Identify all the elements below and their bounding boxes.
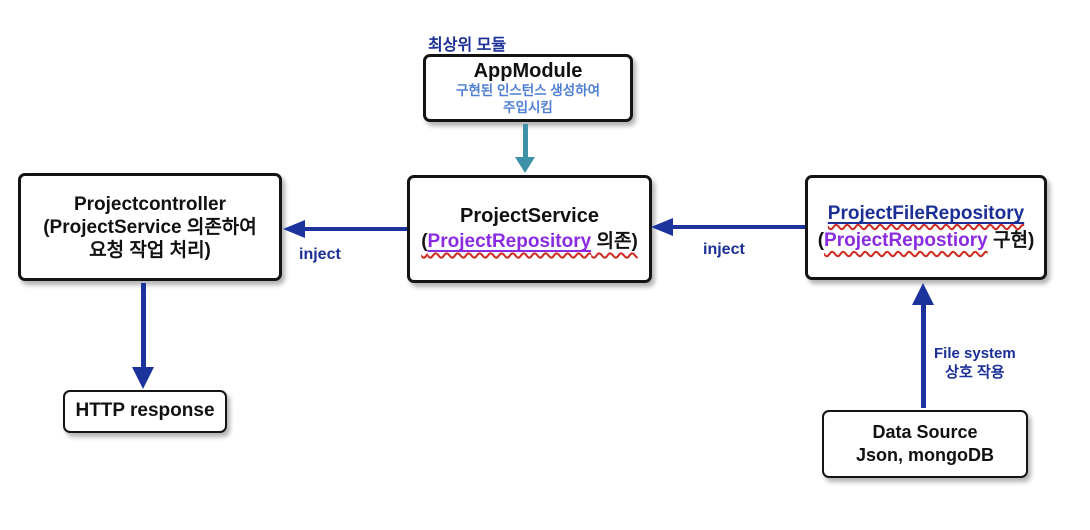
app-module-desc-line1: 구현된 인스턴스 생성하여 bbox=[455, 83, 601, 99]
node-data-source: Data Source Json, mongoDB bbox=[822, 410, 1028, 478]
dep-paren-open: ( bbox=[421, 231, 428, 253]
arrow-left-icon bbox=[283, 220, 305, 238]
arrow-shaft bbox=[523, 124, 528, 158]
node-project-controller: Projectcontroller (ProjectService 의존하여 요… bbox=[18, 173, 282, 281]
inject-label-right: inject bbox=[703, 241, 745, 258]
project-controller-line1: Projectcontroller bbox=[73, 193, 227, 215]
file-system-label: File system 상호 작용 bbox=[934, 344, 1016, 382]
file-system-label-line2: 상호 작용 bbox=[945, 364, 1005, 381]
node-project-file-repository: ProjectFileRepository (ProjectRepostiory… bbox=[805, 175, 1047, 280]
project-repostiory-text: ProjectRepostiory bbox=[824, 229, 988, 251]
node-project-service: ProjectService (ProjectRepository 의존) bbox=[407, 175, 652, 283]
arrow-shaft bbox=[300, 227, 407, 231]
dep-suffix: 의존) bbox=[591, 231, 638, 253]
project-file-repository-dependency: (ProjectRepostiory 구현) bbox=[818, 230, 1035, 253]
project-file-repository-title-text: ProjectFileRepository bbox=[827, 202, 1025, 224]
arrow-shaft bbox=[921, 303, 926, 408]
arrow-shaft bbox=[668, 225, 805, 229]
project-service-dependency: (ProjectRepository 의존) bbox=[421, 231, 638, 254]
node-http-response: HTTP response bbox=[63, 390, 227, 433]
arrow-up-icon bbox=[912, 283, 934, 305]
arrow-down-icon bbox=[132, 367, 154, 389]
top-module-label: 최상위 모듈 bbox=[428, 37, 507, 54]
app-module-title: AppModule bbox=[473, 60, 583, 83]
dep-suffix: 구현) bbox=[987, 229, 1035, 251]
arrow-down-icon bbox=[515, 157, 535, 173]
project-controller-line2: (ProjectService 의존하여 bbox=[43, 216, 257, 238]
project-controller-line3: 요청 작업 처리) bbox=[89, 239, 211, 261]
inject-label-left: inject bbox=[299, 246, 341, 263]
project-file-repository-title: ProjectFileRepository bbox=[828, 203, 1024, 226]
app-module-desc-line2: 주입시킴 bbox=[503, 100, 553, 115]
arrow-left-icon bbox=[651, 218, 673, 236]
project-service-title: ProjectService bbox=[460, 205, 599, 228]
file-system-label-line1: File system bbox=[934, 345, 1016, 362]
arrow-shaft bbox=[141, 283, 146, 369]
data-source-line2: Json, mongoDB bbox=[856, 445, 994, 465]
project-repository-link-text: ProjectRepository bbox=[427, 231, 592, 253]
data-source-line1: Data Source bbox=[872, 422, 978, 442]
http-response-title: HTTP response bbox=[75, 400, 215, 422]
dep-paren-open: ( bbox=[817, 229, 825, 251]
node-app-module: AppModule 구현된 인스턴스 생성하여 주입시킴 bbox=[423, 54, 633, 122]
